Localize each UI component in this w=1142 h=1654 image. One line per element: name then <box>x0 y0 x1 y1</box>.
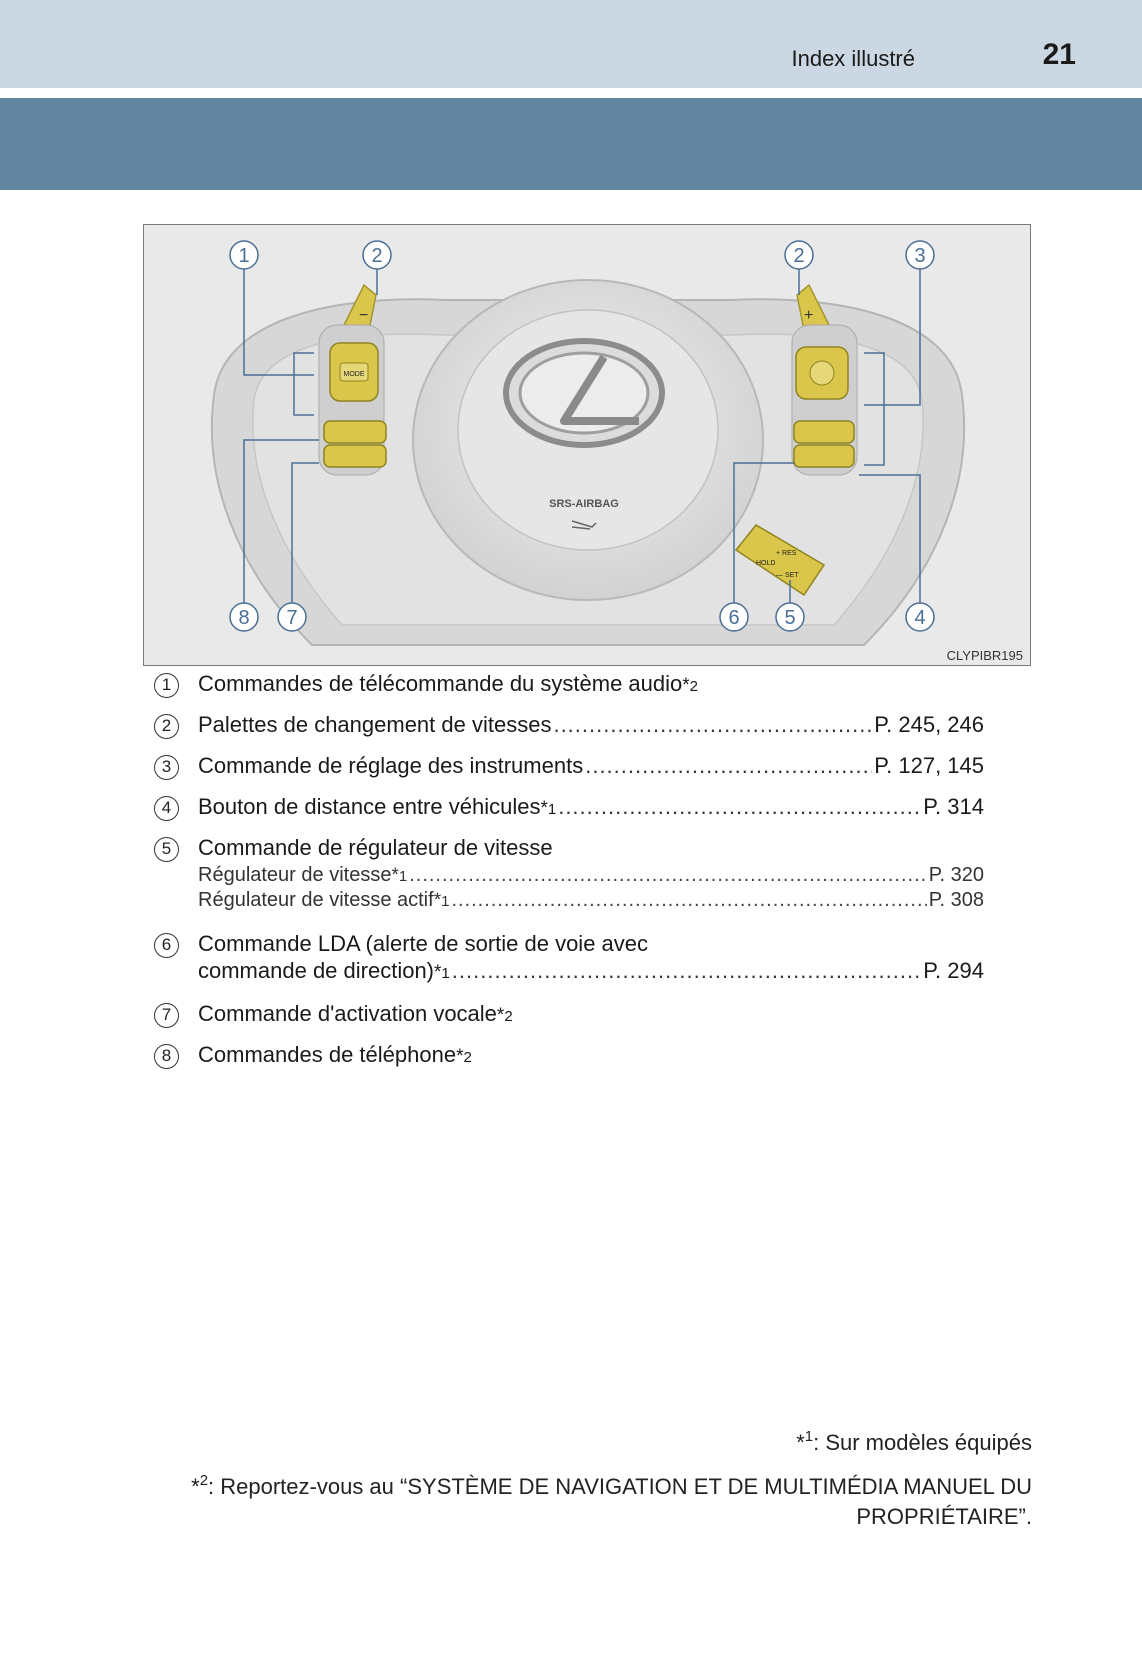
voice-switch <box>323 444 387 468</box>
mode-label: MODE <box>344 371 365 378</box>
list-item: 1 Commandes de télécommande du système a… <box>154 670 984 711</box>
list-item: 8 Commandes de téléphone*2 <box>154 1041 984 1082</box>
page-number: 21 <box>1042 38 1076 71</box>
item-label: Commande de régulateur de vitesse <box>198 835 553 860</box>
header-band <box>0 0 1142 88</box>
footnote-2: *2: Reportez-vous au “SYSTÈME DE NAVIGAT… <box>191 1472 1032 1529</box>
svg-text:+ RES: + RES <box>776 550 797 557</box>
svg-text:3: 3 <box>914 245 925 267</box>
airbag-label: SRS-AIRBAG <box>549 498 619 510</box>
subitem-label: Régulateur de vitesse actif <box>198 889 434 911</box>
item-label: Commande LDA (alerte de sortie de voie a… <box>198 931 649 956</box>
page-ref: P. 245, 246 <box>874 712 984 737</box>
item-number: 5 <box>154 837 179 862</box>
steering-wheel-illustration: SRS-AIRBAG − + MODE + RES HOLD — SET <box>143 224 1031 666</box>
svg-text:5: 5 <box>784 607 795 629</box>
list-item: 4 Bouton de distance entre véhicules*1P.… <box>154 793 984 834</box>
list-item: 7 Commande d'activation vocale*2 <box>154 1000 984 1041</box>
lda-switch <box>793 444 855 468</box>
svg-text:6: 6 <box>728 607 739 629</box>
svg-text:+: + <box>804 307 813 324</box>
item-list: 1 Commandes de télécommande du système a… <box>154 670 984 1082</box>
svg-text:— SET: — SET <box>776 572 799 579</box>
callout-markers: 1 2 2 3 8 7 6 5 4 <box>229 240 935 632</box>
airbag-icon <box>571 520 597 530</box>
item-number: 4 <box>154 796 179 821</box>
page-ref: P. 294 <box>923 958 984 983</box>
callout-leaders <box>243 267 921 605</box>
item-number: 8 <box>154 1044 179 1069</box>
steering-wheel-drawing: SRS-AIRBAG − + MODE + RES HOLD — SET <box>210 240 966 646</box>
item-label: Commande d'activation vocale <box>198 1001 497 1026</box>
subitem-label: Régulateur de vitesse <box>198 864 392 886</box>
list-item: 2 Palettes de changement de vitesses P. 2… <box>154 711 984 752</box>
cruise-control-lever <box>734 524 826 597</box>
figure-code: CLYPIBR195 <box>946 648 1023 663</box>
section-title: Index illustré <box>791 46 915 71</box>
section-color-band <box>0 98 1142 190</box>
item-label-cont: commande de direction) <box>198 958 435 983</box>
svg-text:HOLD: HOLD <box>756 560 775 567</box>
page-ref: P. 314 <box>923 794 984 819</box>
list-item: 3 Commande de réglage des instruments P. … <box>154 752 984 793</box>
phone-switch <box>323 420 387 444</box>
item-number: 2 <box>154 714 179 739</box>
item-number: 3 <box>154 755 179 780</box>
svg-text:−: − <box>359 307 368 324</box>
lexus-l <box>560 354 639 425</box>
page-ref: P. 308 <box>928 889 984 911</box>
svg-text:7: 7 <box>286 607 297 629</box>
page-ref: P. 320 <box>928 864 984 886</box>
item-number: 7 <box>154 1003 179 1028</box>
svg-text:1: 1 <box>238 245 249 267</box>
svg-text:8: 8 <box>238 607 249 629</box>
page-ref: P. 127, 145 <box>874 753 984 778</box>
item-label: Commande de réglage des instruments <box>198 753 584 778</box>
list-item: 5 Commande de régulateur de vitesse Régu… <box>154 834 984 930</box>
item-label: Bouton de distance entre véhicules <box>198 794 541 819</box>
item-number: 6 <box>154 933 179 958</box>
item-label: Palettes de changement de vitesses <box>198 712 552 737</box>
item-label: Commandes de téléphone <box>198 1042 457 1067</box>
footnote-1: *1: Sur modèles équipés <box>796 1428 1032 1455</box>
distance-switch <box>793 420 855 444</box>
svg-text:2: 2 <box>371 245 382 267</box>
list-item: 6 Commande LDA (alerte de sortie de voie… <box>154 930 984 1000</box>
item-number: 1 <box>154 673 179 698</box>
svg-text:2: 2 <box>793 245 804 267</box>
svg-text:4: 4 <box>914 607 925 629</box>
item-label: Commandes de télécommande du système aud… <box>198 671 683 696</box>
